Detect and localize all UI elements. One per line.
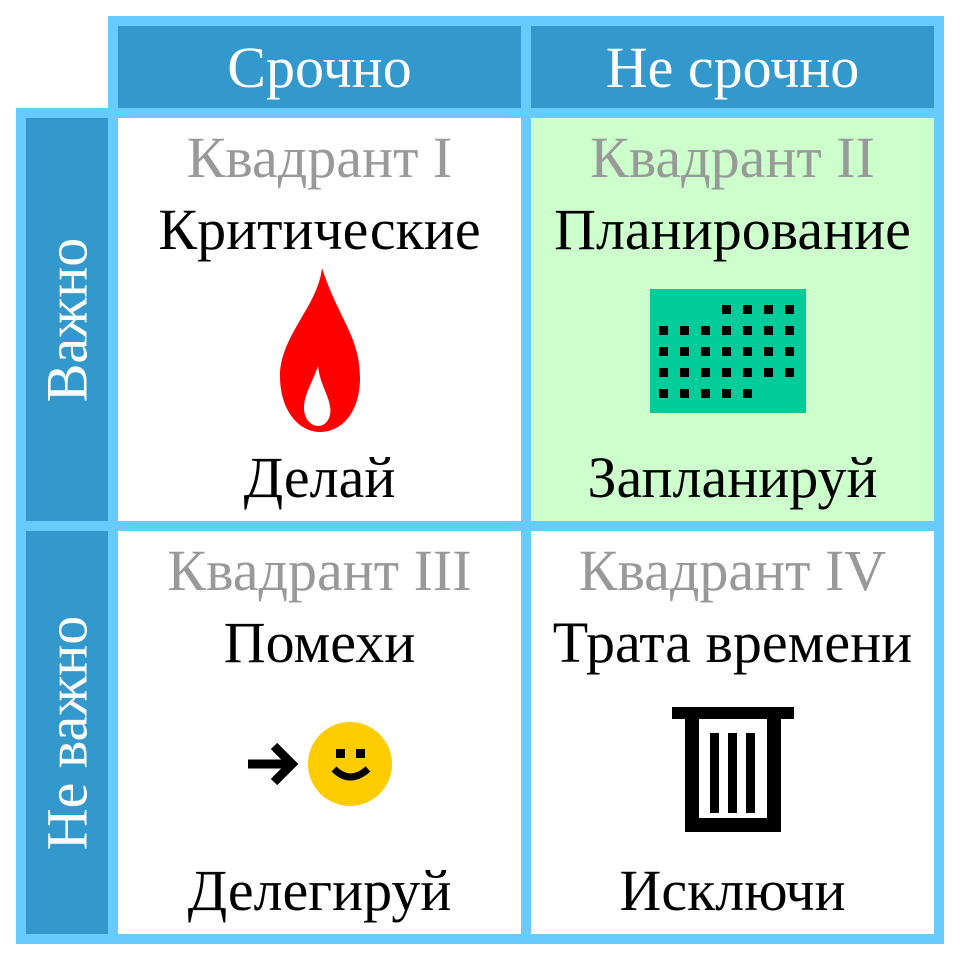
quadrant-3-label: Квадрант III (167, 538, 472, 603)
quadrant-3: Квадрант III Помехи Делегируй (118, 531, 521, 934)
column-header-urgent: Срочно (118, 26, 521, 108)
quadrant-1-action: Делай (243, 445, 396, 510)
column-header-not-urgent-label: Не срочно (605, 34, 860, 100)
column-header-not-urgent: Не срочно (531, 26, 934, 108)
calendar-icon (650, 289, 806, 413)
quadrant-3-action: Делегируй (187, 858, 452, 923)
quadrant-4: Квадрант IV Трата времени Исключи (531, 531, 934, 934)
quadrant-4-label: Квадрант IV (578, 538, 887, 603)
row-header-not-important: Не важно (26, 531, 108, 934)
quadrant-4-title: Трата времени (552, 610, 913, 675)
quadrant-2-title: Планирование (554, 197, 911, 262)
row-header-important: Важно (26, 118, 108, 521)
arrow-right-icon (248, 742, 299, 786)
delegate-smiley-icon (248, 722, 392, 806)
quadrant-2: Квадрант II Планирование Запланируй (531, 118, 934, 521)
quadrant-1: Квадрант I Критические Делай (118, 118, 521, 521)
quadrant-4-action: Исключи (619, 858, 846, 923)
row-header-not-important-label: Не важно (34, 615, 100, 850)
trash-icon (672, 707, 794, 832)
smiley-icon (308, 722, 392, 806)
quadrant-3-title: Помехи (223, 610, 416, 675)
quadrant-2-label: Квадрант II (590, 125, 875, 190)
row-header-important-label: Важно (34, 237, 100, 402)
quadrant-1-label: Квадрант I (186, 125, 453, 190)
column-header-urgent-label: Срочно (227, 34, 412, 100)
quadrant-2-action: Запланируй (587, 445, 878, 510)
flame-icon (280, 268, 360, 432)
quadrant-1-title: Критические (158, 197, 481, 262)
